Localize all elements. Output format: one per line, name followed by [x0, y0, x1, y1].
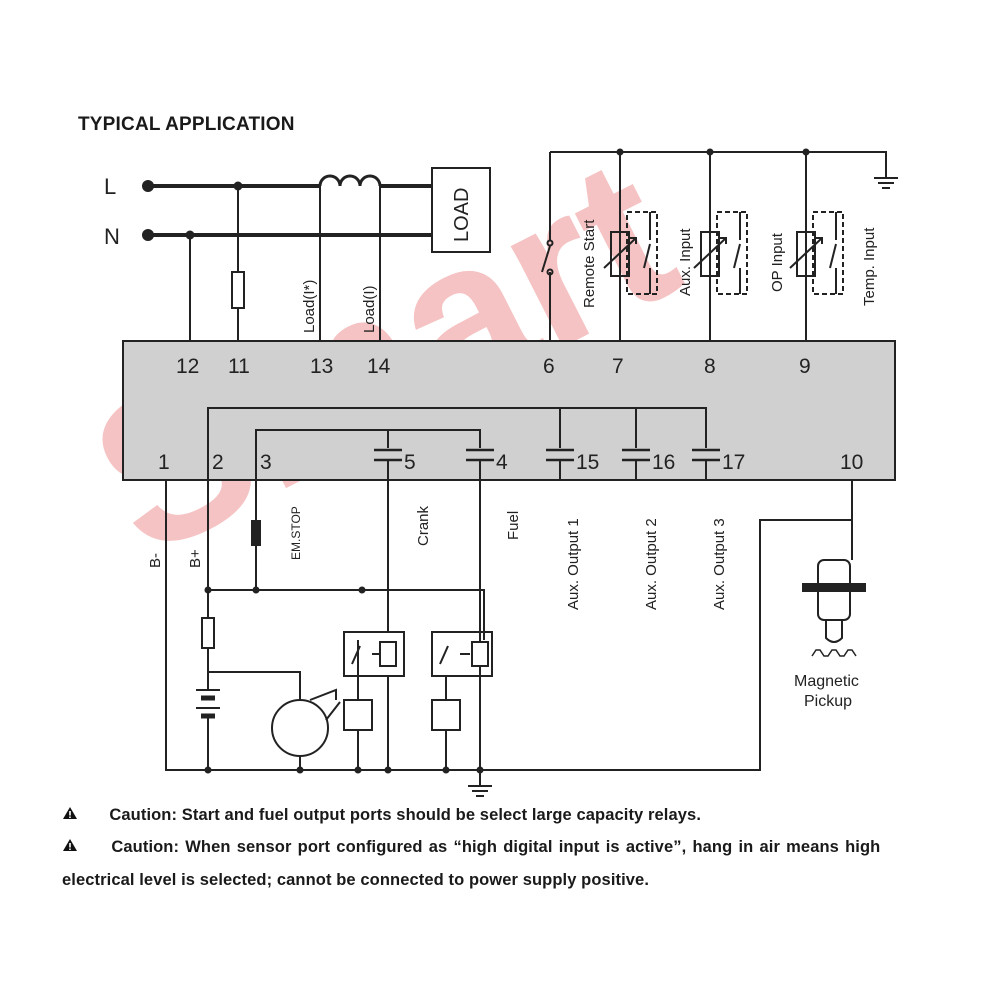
caution-2-continuation: electrical level is selected; cannot be … [62, 871, 649, 890]
b-plus-label: B+ [187, 549, 204, 568]
op-input-label: OP Input [769, 232, 786, 292]
terminal-15: 15 [576, 451, 599, 474]
terminal-4: 4 [496, 451, 508, 474]
internal-output-bus [207, 407, 707, 480]
N-terminal-dot [142, 229, 154, 241]
aux-output-1-label: Aux. Output 1 [565, 518, 582, 610]
load-label: LOAD [451, 188, 473, 242]
bottom-ground-symbol [468, 770, 492, 797]
pickup-label: Pickup [804, 693, 852, 710]
remote-start-switch [541, 152, 551, 341]
load-i-label: Load(I) [361, 285, 378, 333]
caution-2: Caution: When sensor port configured as … [62, 838, 880, 857]
battery-positive-wire [207, 480, 485, 640]
terminal-6: 6 [543, 355, 555, 378]
starter-relay-coil [343, 699, 373, 731]
line-N-label: N [104, 224, 120, 249]
crank-relay [343, 631, 405, 677]
fuel-label: Fuel [505, 511, 522, 540]
b-minus-label: B- [147, 553, 164, 568]
battery-negative-wire [165, 480, 853, 771]
terminal-16: 16 [652, 451, 675, 474]
terminal-10: 10 [840, 451, 863, 474]
power-lines [148, 184, 432, 237]
L-terminal-dot [142, 180, 154, 192]
fuel-solenoid [431, 699, 461, 731]
terminal-2: 2 [212, 451, 224, 474]
caution-2-text: Caution: When sensor port configured as … [111, 838, 881, 856]
terminal-14: 14 [367, 355, 391, 378]
sensor-7 [603, 152, 658, 341]
sensor-9 [789, 152, 844, 341]
page-title: TYPICAL APPLICATION [78, 114, 295, 135]
battery-symbol [196, 689, 220, 770]
terminal-1: 1 [158, 451, 170, 474]
battery-fuse [201, 617, 215, 649]
internal-aux-links [559, 408, 637, 448]
sensor-common-bus [550, 151, 887, 178]
terminal-7: 7 [612, 355, 624, 378]
fuel-relay [431, 631, 493, 677]
terminal-13: 13 [310, 355, 333, 378]
crank-label: Crank [415, 505, 432, 546]
terminal-12: 12 [176, 355, 199, 378]
aux-input-label: Aux. Input [677, 228, 694, 296]
aux-output-3-label: Aux. Output 3 [711, 518, 728, 610]
magnetic-pickup [802, 520, 866, 657]
terminal-3: 3 [260, 451, 272, 474]
sensor-8 [693, 152, 748, 341]
em-stop-label: EM.STOP [289, 506, 303, 560]
starter-feed [208, 671, 301, 700]
warning-triangle-icon [63, 807, 77, 819]
controller-module [122, 340, 896, 481]
line-L-label: L [104, 174, 116, 199]
load-box [431, 167, 491, 253]
aux-output-2-label: Aux. Output 2 [643, 518, 660, 610]
terminal-5: 5 [404, 451, 416, 474]
terminal-11: 11 [228, 355, 250, 378]
caution-1-text: Caution: Start and fuel output ports sho… [109, 806, 702, 824]
load-i-star-label: Load(I*) [301, 280, 318, 333]
terminal-17: 17 [722, 451, 745, 474]
current-transformer-coil [318, 174, 382, 187]
terminal-8: 8 [704, 355, 716, 378]
starter-motor [271, 699, 329, 757]
warning-triangle-icon [63, 839, 77, 851]
top-ground-symbol [874, 177, 898, 189]
remote-start-label: Remote Start [581, 219, 598, 308]
caution-1: Caution: Start and fuel output ports sho… [62, 806, 701, 825]
fuse-11 [231, 271, 245, 309]
internal-start-bus [255, 429, 481, 480]
temp-input-label: Temp. Input [861, 227, 878, 306]
em-stop-switch [251, 520, 261, 546]
terminal-9: 9 [799, 355, 811, 378]
magnetic-label: Magnetic [794, 673, 859, 690]
caution-3-text: electrical level is selected; cannot be … [62, 871, 650, 889]
